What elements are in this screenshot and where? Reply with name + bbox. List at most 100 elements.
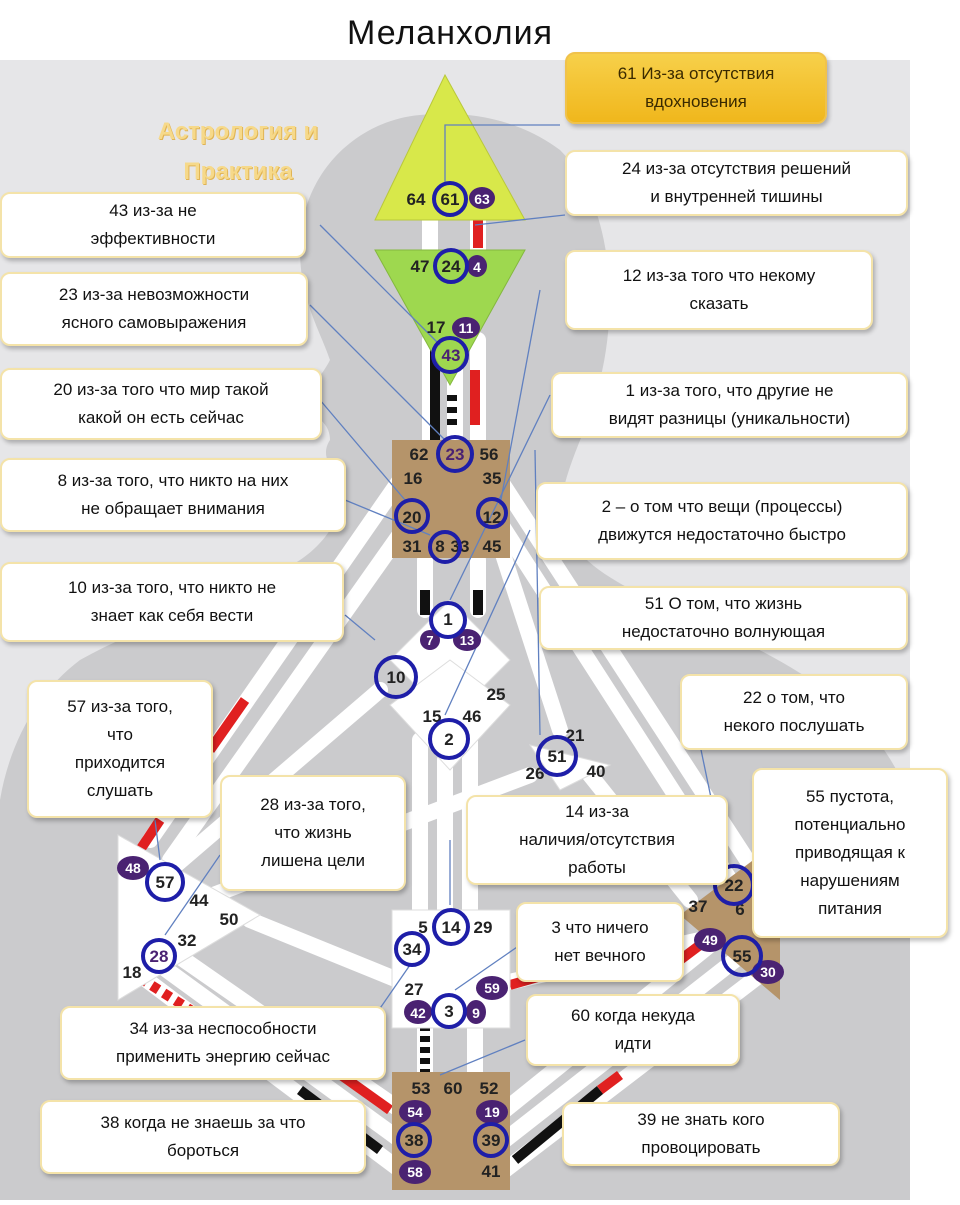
black-segment-41	[511, 1086, 604, 1164]
watermark: Астрология и Практика	[128, 112, 348, 192]
callout-gate-60: 60 когда некуда идти	[526, 994, 740, 1066]
gate-31: 31	[403, 537, 422, 556]
channel-27-50	[242, 912, 418, 993]
ring-8	[428, 530, 462, 564]
gate-badge-58	[399, 1160, 431, 1184]
gate-badge-4	[467, 255, 487, 277]
gate-8: 8	[435, 537, 444, 556]
gate-29: 29	[474, 918, 493, 937]
gate-14: 14	[442, 918, 461, 937]
gate-44: 44	[190, 891, 209, 910]
gate-59: 59	[484, 980, 500, 996]
watermark-line2: Практика	[183, 158, 293, 185]
ring-10	[374, 655, 418, 699]
gate-13: 13	[460, 633, 474, 648]
callout-gate-39: 39 не знать кого провоцировать	[562, 1102, 840, 1166]
callout-gate-22: 22 о том, что некого послушать	[680, 674, 908, 750]
gate-6: 6	[735, 900, 744, 919]
gate-badge-63	[469, 187, 495, 209]
gate-46: 46	[463, 707, 482, 726]
gate-34: 34	[403, 940, 422, 959]
connector-8	[344, 499, 431, 536]
gate-35: 35	[483, 469, 502, 488]
gate-64: 64	[407, 190, 426, 209]
connector-28	[164, 854, 221, 936]
gate-63: 63	[474, 191, 490, 207]
highlight-rings	[141, 181, 763, 1158]
ring-14	[432, 908, 470, 946]
ring-23	[436, 435, 474, 473]
connector-60	[439, 1039, 526, 1076]
ring-34	[394, 931, 430, 967]
callout-gate-8: 8 из-за того, что никто на них не обраща…	[0, 458, 346, 532]
ring-38	[396, 1122, 432, 1158]
gate-20: 20	[403, 508, 422, 527]
gate-4: 4	[473, 259, 481, 275]
gate-47: 47	[411, 257, 430, 276]
gate-28: 28	[150, 947, 169, 966]
gate-26: 26	[526, 764, 545, 783]
gate-61: 61	[441, 190, 460, 209]
ring-51	[536, 735, 578, 777]
gate-16: 16	[404, 469, 423, 488]
ring-28	[141, 938, 177, 974]
gate-badge-11	[452, 317, 480, 339]
connector-51	[534, 449, 541, 736]
ring-24	[433, 248, 469, 284]
callout-gate-34: 34 из-за неспособности применить энергию…	[60, 1006, 386, 1080]
gate-58: 58	[407, 1164, 423, 1180]
connector-24	[474, 214, 566, 226]
gate-12: 12	[483, 508, 502, 527]
callout-gate-51: 51 О том, что жизнь недостаточно волнующ…	[539, 586, 908, 650]
gate-5: 5	[418, 918, 427, 937]
connector-20	[319, 399, 406, 501]
gate-10: 10	[387, 668, 406, 687]
callout-gate-24: 24 из-за отсутствия решений и внутренней…	[565, 150, 908, 216]
gate-7: 7	[426, 633, 433, 648]
ring-57	[145, 862, 185, 902]
callout-gate-38: 38 когда не знаешь за что бороться	[40, 1100, 366, 1174]
gate-9: 9	[472, 1005, 480, 1021]
gate-17: 17	[427, 318, 446, 337]
connector-57	[154, 819, 161, 861]
gate-57: 57	[156, 873, 175, 892]
gate-badge-49	[694, 928, 726, 952]
gate-badge-48	[117, 856, 149, 880]
ring-55	[721, 935, 763, 977]
callout-gate-10: 10 из-за того, что никто не знает как се…	[0, 562, 344, 642]
gate-15: 15	[423, 707, 442, 726]
callout-gate-3: 3 что ничего нет вечного	[516, 902, 684, 982]
callout-gate-2: 2 – о том что вещи (процессы) движутся н…	[536, 482, 908, 560]
gate-39: 39	[482, 1131, 501, 1150]
callout-gate-1: 1 из-за того, что другие не видят разниц…	[551, 372, 908, 438]
callout-gate-12: 12 из-за того что некому сказать	[565, 250, 873, 330]
gate-45: 45	[483, 537, 502, 556]
red-segment-16	[205, 697, 250, 753]
connector-1	[449, 394, 551, 601]
channel-45-21	[492, 537, 568, 738]
gate-40: 40	[587, 762, 606, 781]
gate-51: 51	[548, 747, 567, 766]
gate-56: 56	[480, 445, 499, 464]
callout-gate-23: 23 из-за невозможности ясного самовыраже…	[0, 272, 308, 346]
connector-43	[319, 224, 441, 346]
gate-52: 52	[480, 1079, 499, 1098]
gate-54: 54	[407, 1104, 423, 1120]
gate-62: 62	[410, 445, 429, 464]
connector-12	[499, 289, 541, 506]
gate-42: 42	[410, 1005, 426, 1021]
connector-10	[344, 614, 376, 641]
red-segment-41	[597, 1071, 623, 1094]
gate-24: 24	[442, 257, 461, 276]
callout-gate-14: 14 из-за наличия/отсутствия работы	[466, 795, 728, 885]
gate-32: 32	[178, 931, 197, 950]
callout-gate-20: 20 из-за того что мир такой какой он ест…	[0, 368, 322, 440]
gate-1: 1	[443, 610, 452, 629]
connector-23	[309, 304, 446, 441]
gate-badges	[117, 187, 784, 1184]
gate-badge-54	[399, 1100, 431, 1124]
connector-3	[454, 944, 521, 991]
callout-gate-43: 43 из-за не эффективности	[0, 192, 306, 258]
connector-61	[444, 124, 560, 185]
